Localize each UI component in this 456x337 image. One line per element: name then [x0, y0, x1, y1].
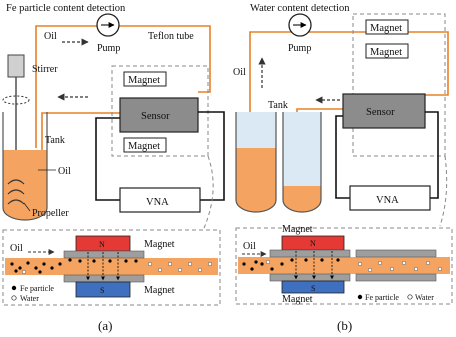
panel-a-sensor-assembly-frame: [111, 65, 209, 157]
panel-a-cable-left: [95, 117, 120, 201]
panel-b-tank-1-water: [236, 112, 276, 148]
panel-b-inset-water-droplets: [265, 259, 443, 273]
panel-a-zoom-guide: [203, 155, 214, 229]
panel-a-inset-magnet-s: [75, 281, 131, 298]
panel-a-inset-pole-n: N: [99, 240, 105, 249]
panel-b-sensor-assembly-frame: [352, 13, 446, 157]
panel-a-magnet-top-label: Magnet: [128, 75, 160, 86]
panel-b-title: Water content detection: [250, 3, 350, 14]
panel-b-inset-electrode-top-left: [269, 249, 351, 258]
panel-b-cable-left: [335, 115, 350, 199]
panel-b-inset-oil-label: Oil: [243, 241, 256, 252]
panel-b-inset-tube: [238, 257, 450, 274]
panel-a-legend-fe-icon: [11, 285, 17, 291]
panel-a-propeller-icon: [7, 179, 25, 205]
panel-b-tank-2-oil: [283, 186, 321, 212]
panel-b-legend-fe-label: Fe particle: [365, 293, 399, 302]
panel-b-tank-label: Tank: [268, 100, 288, 111]
panel-a-stirrer-label: Stirrer: [32, 64, 58, 75]
panel-b-inset-electrode-bottom-right: [355, 273, 437, 282]
panel-b-inset-fe-particles: [242, 258, 340, 271]
panel-b-inset-frame: [235, 227, 453, 305]
panel-b-inset: N S Oil Magnet Magnet F: [235, 224, 453, 305]
panel-b-teflon-tube: [249, 31, 449, 186]
panel-b-inset-electrode-bottom-left: [269, 273, 351, 282]
panel-b-magnet-bottom: [365, 43, 409, 59]
panel-b-legend-water-icon: [407, 294, 413, 300]
panel-b-inset-magnet-bottom-label: Magnet: [282, 294, 313, 305]
panel-b-tank-2-water: [283, 112, 321, 186]
panel-a-inset-fe-particles: [10, 258, 138, 274]
panel-b-inset-electrode-top-right: [355, 249, 437, 258]
panel-a-tank-label: Tank: [45, 135, 65, 146]
panel-a-inset-electrode-bottom: [63, 274, 145, 283]
panel-b-tank-1: [235, 112, 277, 213]
panel-a-inset-electrode-top: [63, 250, 145, 259]
panel-a-magnet-bottom: [123, 137, 167, 153]
panel-b-oil-label: Oil: [233, 67, 246, 78]
panel-a-inset-magnet-bottom-label: Magnet: [144, 285, 175, 296]
panel-a-inset-frame: [2, 229, 221, 306]
panel-b-vna: [349, 185, 431, 211]
panel-a-vna-label: VNA: [146, 197, 169, 208]
panel-a-legend-fe-label: Fe particle: [20, 284, 54, 293]
panel-b-tank-2: [282, 112, 322, 213]
panel-a-inset-pole-s: S: [100, 286, 104, 295]
panel-b-tank-1-oil: [236, 148, 276, 212]
panel-a-oil-label: Oil: [44, 31, 57, 42]
panel-b-legend-water-label: Water: [415, 293, 434, 302]
panel-a-inset-tube: [5, 258, 218, 275]
panel-b: Water content detection Pump Oil Tank Ma…: [233, 3, 453, 333]
panel-a-inset: N S Oil Magnet Magnet: [2, 229, 221, 306]
panel-a-tank-oil: [3, 150, 47, 220]
panel-b-zoom-guide: [439, 155, 448, 227]
panel-a-tank: [2, 112, 48, 221]
panel-a-vna: [119, 187, 201, 213]
panel-a-inset-water-droplets: [21, 261, 213, 275]
panel-b-inset-magnet-top-label: Magnet: [282, 224, 313, 235]
panel-a-teflon-tube: [35, 25, 211, 148]
panel-b-vna-label: VNA: [376, 195, 399, 206]
panel-a-sensor: [119, 97, 199, 133]
panel-b-magnet-top-label: Magnet: [370, 23, 402, 34]
panel-b-pump-label: Pump: [288, 43, 311, 54]
panel-a-inset-oil-label: Oil: [10, 243, 23, 254]
panel-b-inset-pole-n: N: [310, 239, 316, 248]
panel-b-inset-magnet-s: [281, 280, 345, 294]
panel-a-return-tube: [41, 112, 120, 186]
panel-b-inset-pole-s: S: [311, 284, 315, 293]
panel-b-magnet-top: [365, 19, 409, 35]
panel-a-stirrer-motor: [7, 54, 25, 78]
panel-a-oil-in-tank-label: Oil: [58, 166, 71, 177]
panel-a-propeller-pointer: [23, 202, 31, 212]
panel-a-magnet-top: [123, 71, 167, 87]
panel-b-caption: (b): [337, 318, 352, 333]
panel-b-legend-fe-icon: [357, 294, 363, 300]
panel-b-cable-right: [425, 111, 439, 199]
panel-b-sensor: [342, 93, 426, 129]
panel-a-inset-magnet-top-label: Magnet: [144, 239, 175, 250]
panel-a-title: Fe particle content detection: [6, 3, 126, 14]
panel-a-caption: (a): [98, 318, 112, 333]
panel-a-stirrer-rotation-icon: [2, 95, 30, 105]
panel-a-propeller-label: Propeller: [32, 208, 69, 219]
panel-b-sensor-label: Sensor: [366, 107, 395, 118]
panel-a: Fe particle content detection Oil Pump T…: [2, 3, 225, 333]
panel-a-tube-label: Teflon tube: [148, 31, 194, 42]
panel-a-legend-water-icon: [11, 295, 17, 301]
panel-a-magnet-bottom-label: Magnet: [128, 141, 160, 152]
panel-b-magnet-bottom-label: Magnet: [370, 47, 402, 58]
panel-a-sensor-label: Sensor: [141, 111, 170, 122]
panel-a-legend-water-label: Water: [20, 294, 39, 303]
panel-a-pump-label: Pump: [97, 43, 120, 54]
